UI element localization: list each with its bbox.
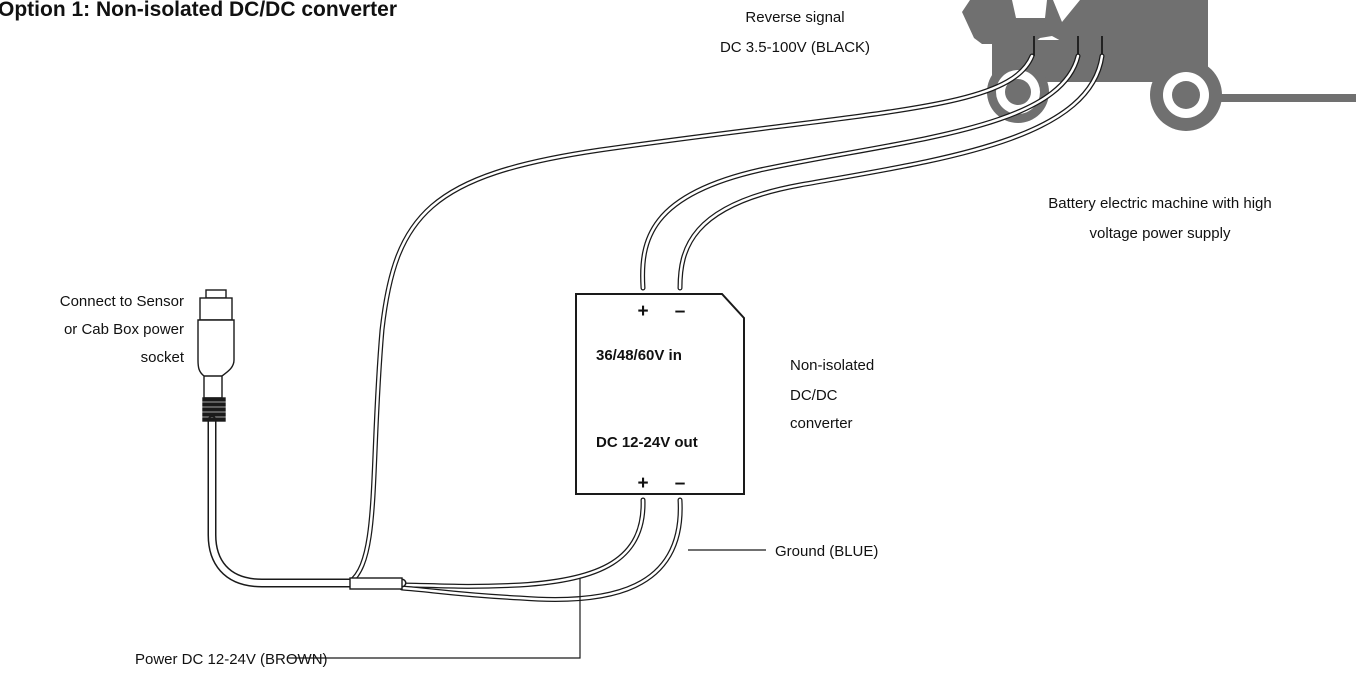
reverse-signal-label: Reverse signal [745, 9, 844, 26]
diagram-title: Option 1: Non-isolated DC/DC converter [0, 0, 397, 21]
converter-box: + – 36/48/60V in DC 12-24V out + – [575, 293, 745, 495]
output-minus-sign: – [675, 473, 686, 494]
converter-desc-line1: Non-isolated [790, 357, 874, 374]
output-positive-wire [399, 497, 646, 589]
machine-label-line1: Battery electric machine with high [1048, 195, 1271, 212]
connector-label-line1: Connect to Sensor [60, 293, 184, 310]
machine-label-line2: voltage power supply [1090, 225, 1231, 242]
cable-sleeve [349, 577, 403, 590]
connector-label-line2: or Cab Box power [64, 321, 184, 338]
input-minus-sign: – [675, 301, 686, 322]
wires [207, 53, 1105, 602]
forklift-icon [962, 0, 1356, 131]
reverse-signal-spec: DC 3.5-100V (BLACK) [720, 39, 870, 56]
converter-input-label: 36/48/60V in [596, 347, 682, 364]
input-positive-wire [640, 53, 1081, 291]
connector-label-line3: socket [141, 349, 185, 366]
power-connector-icon [197, 289, 235, 422]
output-plus-sign: + [637, 473, 648, 494]
output-negative-wire [399, 497, 683, 602]
reverse-signal-wire [347, 53, 1035, 585]
power-label: Power DC 12-24V (BROWN) [135, 651, 328, 668]
leader-lines [288, 549, 766, 659]
input-negative-wire [677, 53, 1105, 291]
main-cable [207, 415, 407, 588]
converter-desc-line3: converter [790, 415, 853, 432]
converter-desc-line2: DC/DC [790, 387, 838, 404]
connector-grip [202, 397, 226, 422]
converter-output-label: DC 12-24V out [596, 434, 698, 451]
ground-label: Ground (BLUE) [775, 543, 878, 560]
input-plus-sign: + [637, 301, 648, 322]
